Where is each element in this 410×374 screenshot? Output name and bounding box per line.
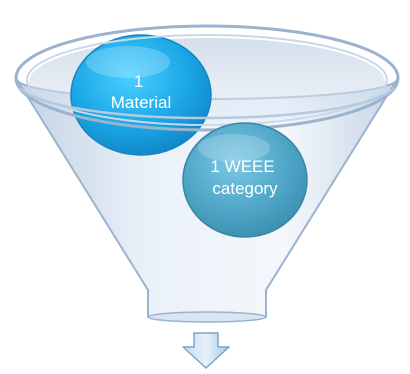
svg-text:1 Material: 1 Material xyxy=(111,72,171,112)
bubble-material: 1 Material xyxy=(70,34,212,156)
bubble-material-line2: Material xyxy=(111,93,171,112)
funnel-rim-inner xyxy=(26,34,388,126)
funnel-rim-outer xyxy=(14,24,400,132)
bubble-weee-category: 1 WEEE category xyxy=(182,122,308,238)
funnel-rim-front xyxy=(19,87,395,120)
bubble-weee-line2: category xyxy=(212,179,278,198)
arrow-down-icon xyxy=(182,332,230,369)
bubble-weee-line1: 1 WEEE xyxy=(211,157,275,176)
bubble-material-line1: 1 xyxy=(134,72,143,91)
funnel-spout-opening xyxy=(147,311,267,323)
svg-text:1 WEEE category: 1 WEEE category xyxy=(211,157,280,198)
